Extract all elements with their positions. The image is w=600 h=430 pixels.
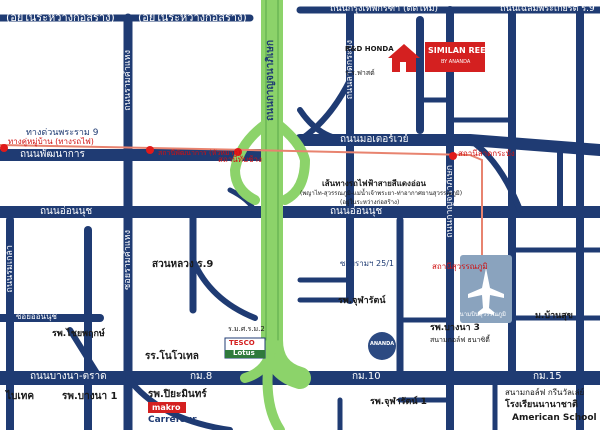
road-label-soi-on-nut: ซอยอ่อนนุช	[16, 312, 57, 321]
place-chularat: รพ.จุฬารัตน์	[338, 296, 386, 306]
place-school: ร.ร.ฟาสต์	[345, 69, 375, 77]
station-label-ram: สถานีทับช้าง	[218, 155, 262, 164]
road-label-rama9-tunnel: ทางด่วนพระราม 9	[26, 128, 99, 138]
road-label-on-nut-2: ถนนอ่อนนุช	[330, 206, 383, 217]
place-golf: สนามกอล์ฟ ธนาซิตี้	[430, 336, 490, 344]
brand-similan-reef: SIMILAN REEF	[428, 46, 491, 55]
place-rama2: ร.ม.ศ.ร.ม.2	[228, 325, 265, 333]
expressway-label: ถนนกาญจนาภิเษก	[265, 40, 276, 121]
place-novotel: รร.โนโวเทล	[145, 351, 199, 362]
road-label-soi-ramkhamhaeng: ซอยรามคำแหง	[123, 230, 133, 290]
place-bangna-3: รพ.บางนา 3	[430, 323, 480, 333]
rail-note-title: เส้นทางรถไฟฟ้าสายสีแดงอ่อน	[322, 179, 427, 188]
place-american-school-th: โรงเรียนนานาชาติ	[505, 400, 578, 410]
road-label-rom-klao: ถนนร่มเกล้า	[5, 245, 15, 293]
brand-tesco: TESCO	[229, 339, 255, 347]
rail-note-route: (พญาไท-สุวรรณภูมิ-แม่น้ำเจ้าพระยา-ท่าอาก…	[300, 190, 463, 197]
construction-banner-left: (อยู่ในระหว่างก่อสร้าง)	[6, 11, 115, 24]
rail-label-village: ทางคู่หมู่บ้าน (ทางรถไฟ)	[8, 137, 94, 146]
road-label-bang-na-trat: ถนนบางนา-ตราด	[30, 371, 107, 382]
construction-banner-right: (อยู่ในระหว่างก่อสร้าง)	[138, 11, 247, 24]
road-label-krungthep-kreetha: ถนนกรุงเทพกรีฑา (ตัดใหม่)	[330, 4, 439, 14]
place-bitec: ไบเทค	[6, 391, 35, 402]
road-label-km15: กม.15	[533, 371, 562, 382]
road-label-kanchanaphisek: ถนนกาญจนาภิเษก	[445, 165, 455, 238]
rail-note-status: (อยู่ในระหว่างก่อสร้าง)	[340, 199, 400, 206]
brand-carrefour: Carrefour	[148, 415, 197, 425]
station-label-airport-link: สถานีสุวรรณภูมิ	[432, 262, 488, 271]
road-label-ramkhamhaeng: ถนนรามคำแหง	[123, 50, 133, 111]
station-label-2: สถานีพัฒนาการ (หัวหมาก)	[158, 149, 241, 157]
place-mo-bansuk: ม.บ้านสุข	[535, 311, 573, 321]
place-american-school: American School	[512, 413, 597, 423]
road-label-phatthanakan: ถนนพัฒนาการ	[20, 149, 85, 160]
brand-by-ananda: BY ANANDA	[441, 59, 471, 65]
place-chaiyaphruek: รพ.ไชยพฤกษ์	[52, 329, 105, 339]
place-chularat-1: รพ.จุฬารัตน์ 1	[370, 397, 427, 407]
brand-lotus: Lotus	[233, 349, 255, 357]
place-suan-luang: สวนหลวง ร.9	[152, 259, 214, 270]
place-rd-honda: R&D HONDA	[345, 45, 394, 53]
place-golf-2: สนามกอล์ฟ กรีนวัลเล่ย์	[505, 388, 585, 397]
road-label-on-nut-1: ถนนอ่อนนุช	[40, 206, 93, 217]
place-airport: สนามบินสุวรรณภูมิ	[456, 311, 506, 318]
place-bangna-hospital: รพ.บางนา 1	[62, 391, 118, 402]
brand-ananda: ANANDA	[370, 341, 395, 347]
brand-makro: makro	[152, 403, 181, 412]
road-label-chaloem-phrakiat: ถนนเฉลิมพระเกียรติ ร.9	[500, 4, 595, 14]
road-label-km8: กม.8	[190, 371, 213, 382]
road-label-km10: กม.10	[352, 371, 381, 382]
station-label-4: สถานีลาดกระบัง	[458, 149, 515, 158]
road-label-soi-25-1: ซอยรามฯ 25/1	[340, 259, 394, 268]
road-label-motorway: ถนนมอเตอร์เวย์	[340, 134, 409, 145]
place-piyamin: รพ.ปิยะมินทร์	[148, 389, 207, 400]
